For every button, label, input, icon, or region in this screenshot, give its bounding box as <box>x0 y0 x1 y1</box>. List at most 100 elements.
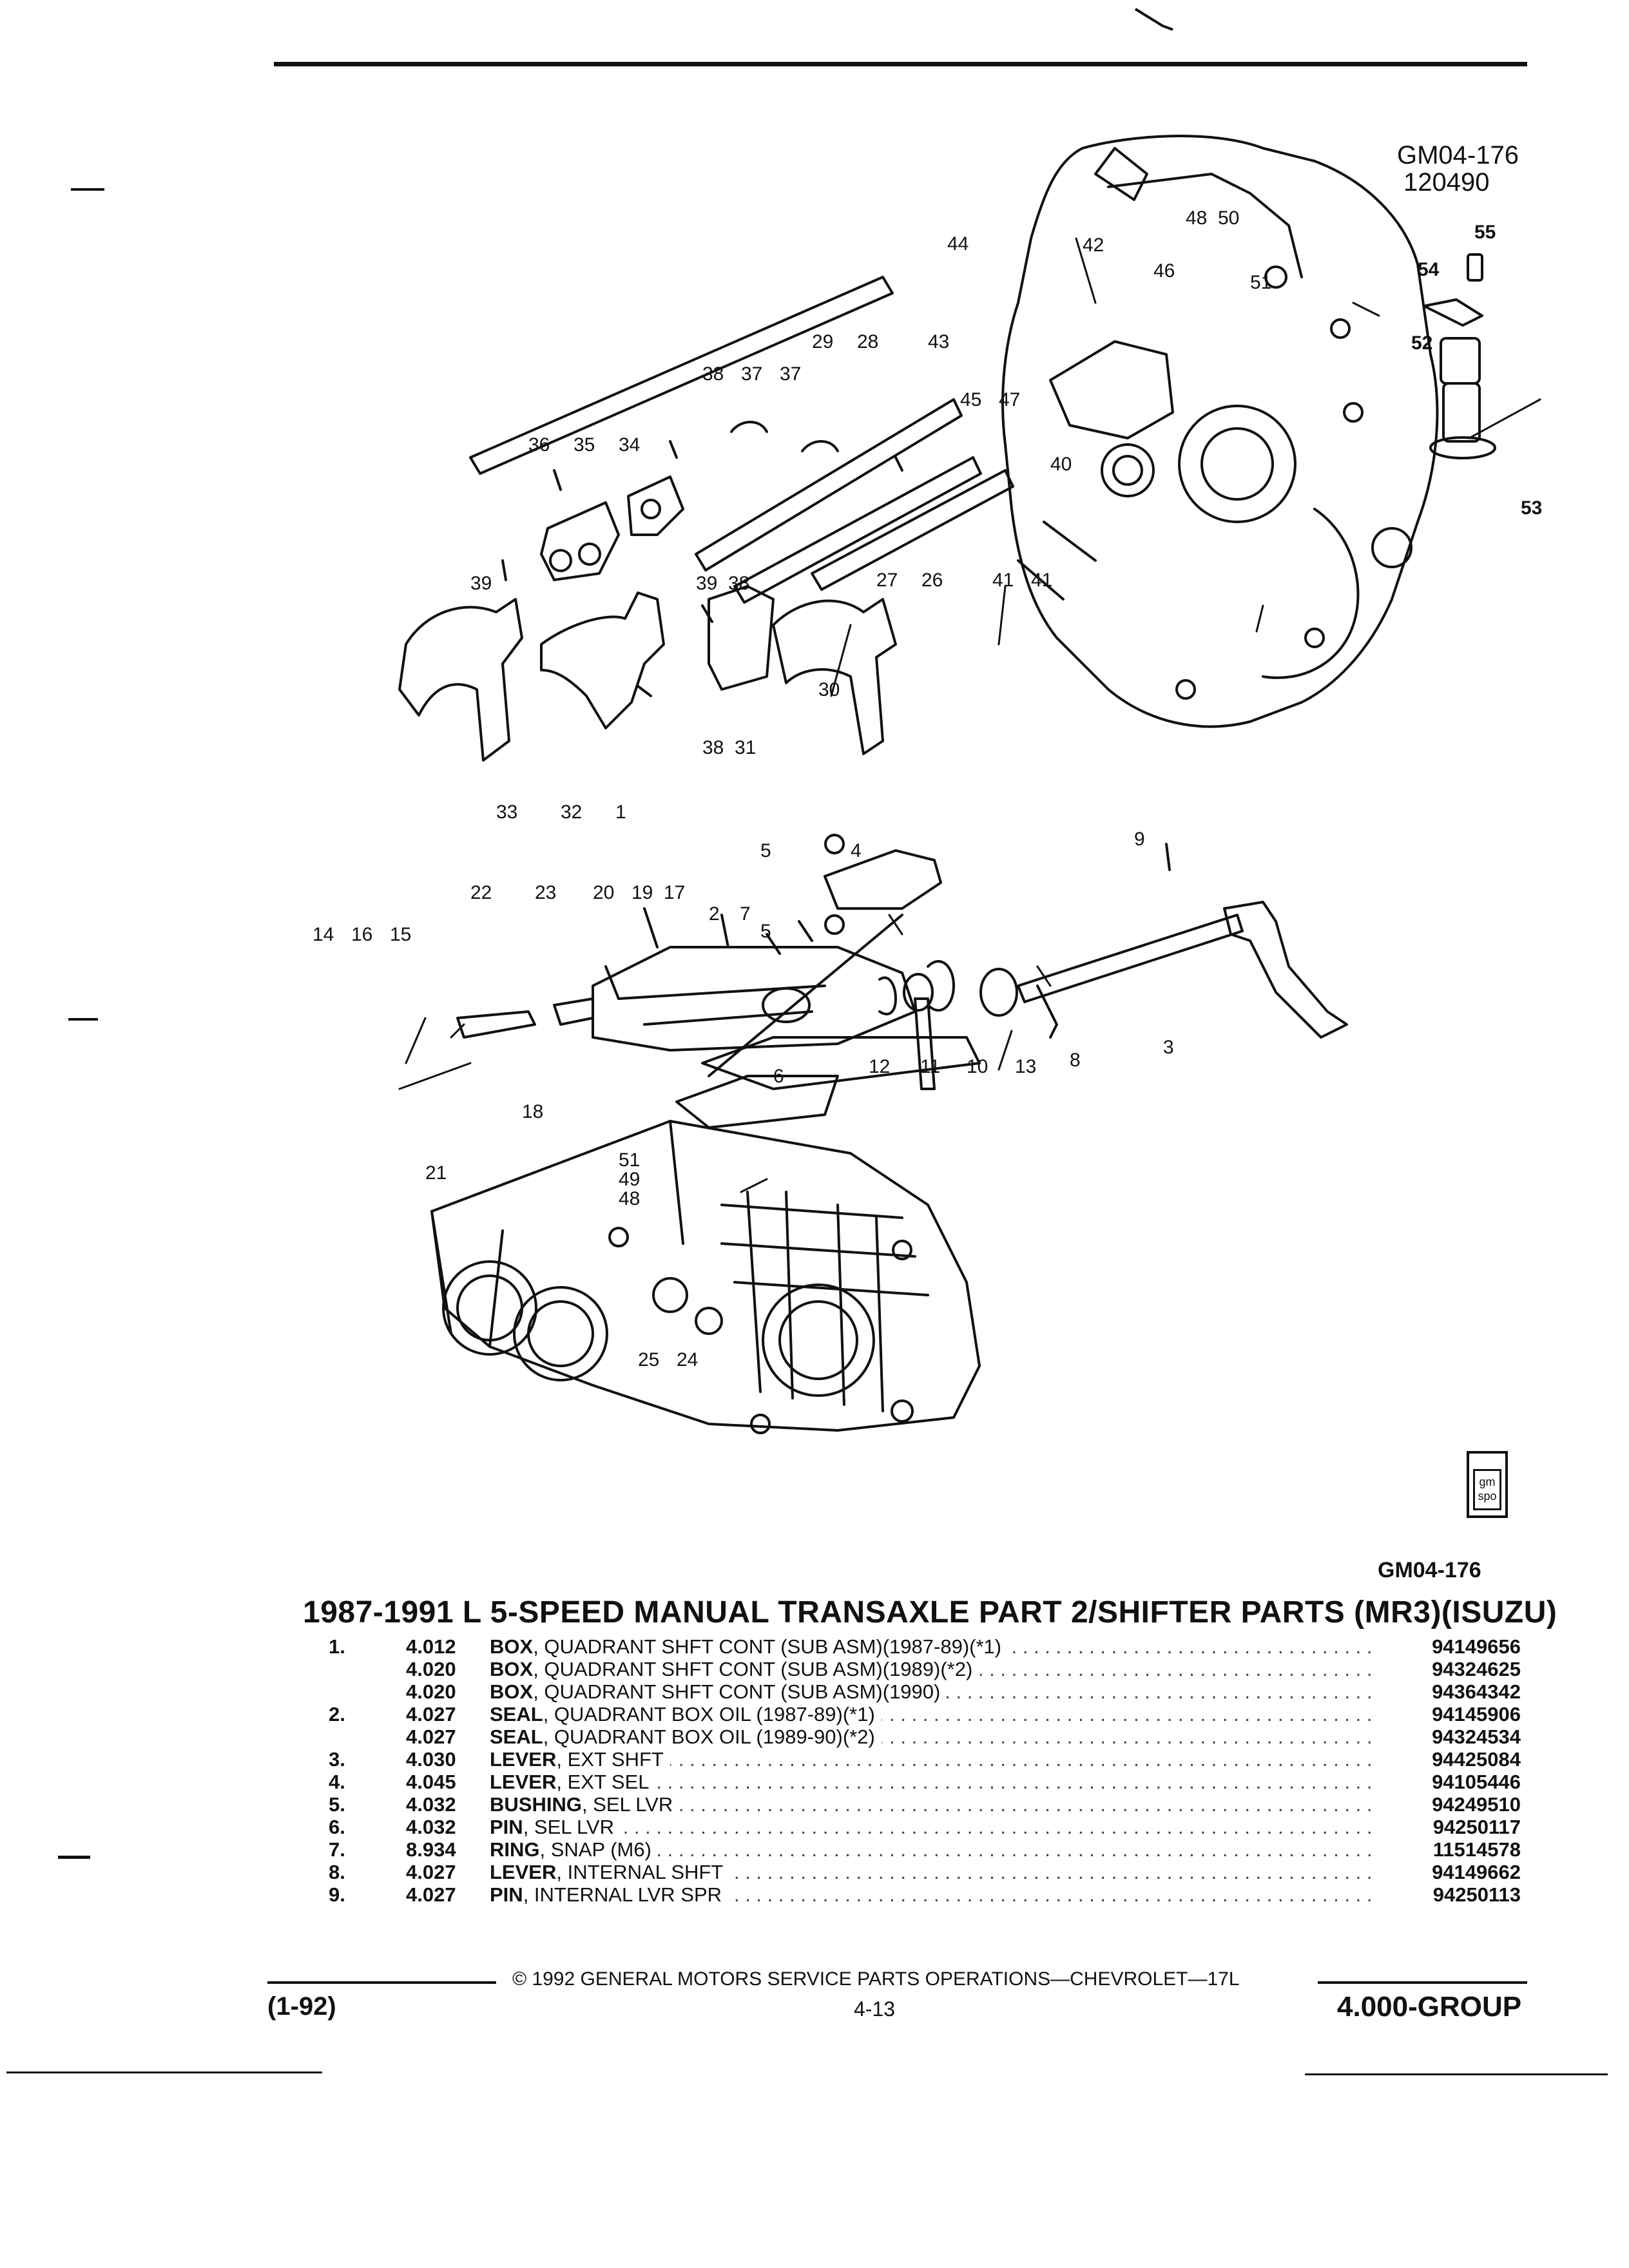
svg-text:32: 32 <box>561 802 582 823</box>
svg-text:1: 1 <box>615 802 626 823</box>
quadrant-box <box>456 907 981 1129</box>
parts-list-row: 4.020 . . . . . . . . . . . . . . . . . … <box>303 1680 1527 1703</box>
svg-text:42: 42 <box>1083 235 1104 256</box>
parts-list-row: 8.4.027 . . . . . . . . . . . . . . . . … <box>303 1861 1527 1883</box>
footer-group: 4.000-GROUP <box>1337 1991 1522 2023</box>
footer-rule-left <box>267 1981 496 1984</box>
part-number: 94149662 <box>1432 1861 1521 1883</box>
part-group-number: 4.027 <box>406 1703 456 1725</box>
part-description: SEAL, QUADRANT BOX OIL (1989-90)(*2) <box>490 1725 882 1748</box>
parts-list-row: 4.4.045 . . . . . . . . . . . . . . . . … <box>303 1771 1527 1793</box>
part-number: 94324625 <box>1432 1658 1521 1680</box>
part-ref-number: 9. <box>329 1883 345 1906</box>
figure-bottom-ref: GM04-176 <box>1378 1558 1481 1582</box>
part-description: LEVER, INTERNAL SHFT <box>490 1861 730 1883</box>
svg-text:26: 26 <box>921 570 943 591</box>
svg-text:13: 13 <box>1015 1056 1036 1077</box>
part-name: PIN <box>490 1883 523 1906</box>
svg-text:27: 27 <box>876 570 898 591</box>
margin-mark <box>71 188 104 191</box>
svg-text:5: 5 <box>760 921 771 942</box>
svg-text:12: 12 <box>869 1056 890 1077</box>
transmission-case <box>430 1120 981 1434</box>
select-lever <box>708 834 942 1077</box>
part-name: BOX <box>490 1658 534 1680</box>
clutch-housing <box>1001 135 1439 728</box>
svg-text:33: 33 <box>496 802 517 823</box>
part-qualifier: , QUADRANT BOX OIL (1989-90)(*2) <box>543 1725 875 1748</box>
svg-text:51: 51 <box>1250 272 1271 293</box>
svg-text:30: 30 <box>818 679 840 700</box>
svg-text:37: 37 <box>741 363 762 385</box>
part-description: RING, SNAP (M6) <box>490 1838 658 1861</box>
svg-text:47: 47 <box>999 389 1020 410</box>
part-group-number: 4.020 <box>406 1658 456 1680</box>
part-qualifier: , QUADRANT SHFT CONT (SUB ASM)(1990) <box>533 1680 941 1703</box>
part-group-number: 4.030 <box>406 1748 456 1771</box>
svg-text:45: 45 <box>960 389 981 410</box>
svg-text:55: 55 <box>1474 222 1496 243</box>
svg-text:3: 3 <box>1163 1037 1174 1058</box>
part-number: 94324534 <box>1432 1725 1521 1748</box>
section-title: 1987-1991 L 5-SPEED MANUAL TRANSAXLE PAR… <box>303 1595 1557 1629</box>
part-group-number: 4.027 <box>406 1725 456 1748</box>
svg-text:9: 9 <box>1134 829 1145 850</box>
top-rule <box>274 62 1527 66</box>
svg-text:10: 10 <box>967 1056 988 1077</box>
svg-text:11: 11 <box>920 1056 940 1077</box>
svg-text:35: 35 <box>574 434 595 456</box>
part-qualifier: , QUADRANT SHFT CONT (SUB ASM)(1987-89)(… <box>533 1635 1002 1658</box>
part-number: 11514578 <box>1432 1838 1521 1861</box>
part-number: 94149656 <box>1432 1635 1521 1658</box>
parts-list-row: 2.4.027 . . . . . . . . . . . . . . . . … <box>303 1703 1527 1725</box>
svg-text:15: 15 <box>390 924 411 945</box>
svg-text:54: 54 <box>1418 259 1440 280</box>
svg-text:49: 49 <box>619 1169 640 1190</box>
svg-text:25: 25 <box>638 1349 659 1370</box>
part-number: 94364342 <box>1432 1680 1521 1703</box>
svg-text:41: 41 <box>992 570 1014 591</box>
part-description: SEAL, QUADRANT BOX OIL (1987-89)(*1) <box>490 1703 882 1725</box>
figure-ref-code: GM04-176 <box>1397 141 1519 169</box>
part-name: BOX <box>490 1680 534 1703</box>
svg-text:23: 23 <box>535 882 556 903</box>
page-number: 4-13 <box>854 1997 896 2021</box>
svg-text:39: 39 <box>470 573 492 594</box>
part-qualifier: , EXT SEL <box>556 1771 650 1793</box>
svg-text:34: 34 <box>619 434 640 456</box>
part-name: BOX <box>490 1635 534 1658</box>
part-group-number: 4.032 <box>406 1816 456 1838</box>
part-qualifier: , QUADRANT SHFT CONT (SUB ASM)(1989)(*2) <box>533 1658 973 1680</box>
part-number: 94105446 <box>1432 1771 1521 1793</box>
detent-parts <box>540 421 903 623</box>
parts-list: 1.4.012 . . . . . . . . . . . . . . . . … <box>303 1635 1527 1906</box>
scan-mark <box>1134 8 1173 31</box>
svg-text:18: 18 <box>522 1101 543 1122</box>
svg-text:8: 8 <box>1070 1050 1081 1071</box>
shift-forks <box>398 559 897 762</box>
part-group-number: 4.020 <box>406 1680 456 1703</box>
part-ref-number: 4. <box>329 1771 345 1793</box>
part-qualifier: , EXT SHFT <box>556 1748 664 1771</box>
svg-text:48: 48 <box>1186 207 1207 229</box>
part-group-number: 4.032 <box>406 1793 456 1816</box>
part-number: 94250113 <box>1432 1883 1521 1906</box>
svg-text:50: 50 <box>1218 207 1239 229</box>
copyright-notice: © 1992 GENERAL MOTORS SERVICE PARTS OPER… <box>512 1968 1240 1990</box>
part-ref-number: 5. <box>329 1793 345 1816</box>
part-name: BUSHING <box>490 1793 582 1816</box>
svg-text:14: 14 <box>313 924 334 945</box>
speed-sensor <box>1423 253 1496 459</box>
part-number: 94145906 <box>1432 1703 1521 1725</box>
svg-text:20: 20 <box>593 882 614 903</box>
svg-text:41: 41 <box>1031 570 1052 591</box>
part-description: PIN, INTERNAL LVR SPR <box>490 1883 729 1906</box>
part-group-number: 4.012 <box>406 1635 456 1658</box>
part-ref-number: 6. <box>329 1816 345 1838</box>
scan-line <box>6 2071 322 2073</box>
svg-text:17: 17 <box>664 882 685 903</box>
svg-text:52: 52 <box>1411 332 1432 354</box>
part-number: 94249510 <box>1432 1793 1521 1816</box>
shift-rails <box>469 276 1014 604</box>
